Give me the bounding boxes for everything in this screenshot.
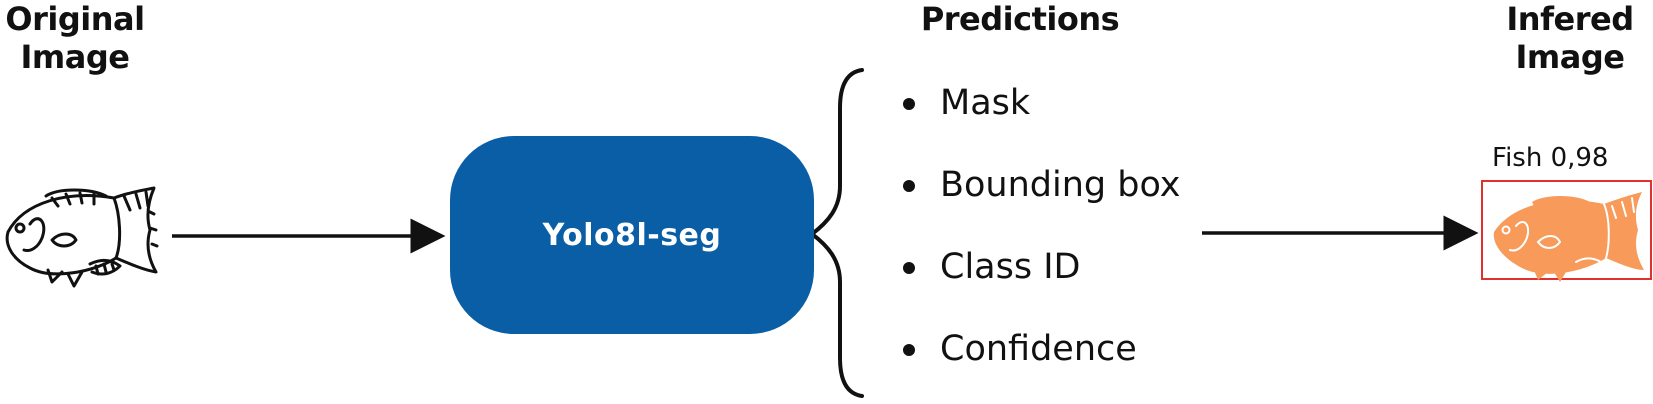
curly-brace xyxy=(808,68,864,398)
prediction-item-confidence: Confidence xyxy=(900,318,1230,400)
original-image-title-line1: Original xyxy=(5,0,145,38)
prediction-item-bounding-box: Bounding box xyxy=(900,154,1230,236)
detection-label: Fish 0,98 xyxy=(1492,143,1609,173)
infered-image-title-line1: Infered xyxy=(1506,0,1634,38)
fish-segmented-icon xyxy=(1481,180,1652,282)
original-image-title-line2: Image xyxy=(20,38,130,76)
predictions-title: Predictions xyxy=(920,0,1120,38)
infered-image-title-line2: Image xyxy=(1515,38,1625,76)
bounding-box xyxy=(1481,180,1652,280)
fish-outline-icon xyxy=(5,186,159,288)
model-label: Yolo8l-seg xyxy=(542,217,722,253)
predictions-list: Mask Bounding box Class ID Confidence xyxy=(900,72,1230,400)
model-block: Yolo8l-seg xyxy=(450,136,814,334)
infered-image-title: Infered Image xyxy=(1490,0,1650,76)
original-image-title: Original Image xyxy=(0,0,150,76)
prediction-item-mask: Mask xyxy=(900,72,1230,154)
prediction-item-class-id: Class ID xyxy=(900,236,1230,318)
